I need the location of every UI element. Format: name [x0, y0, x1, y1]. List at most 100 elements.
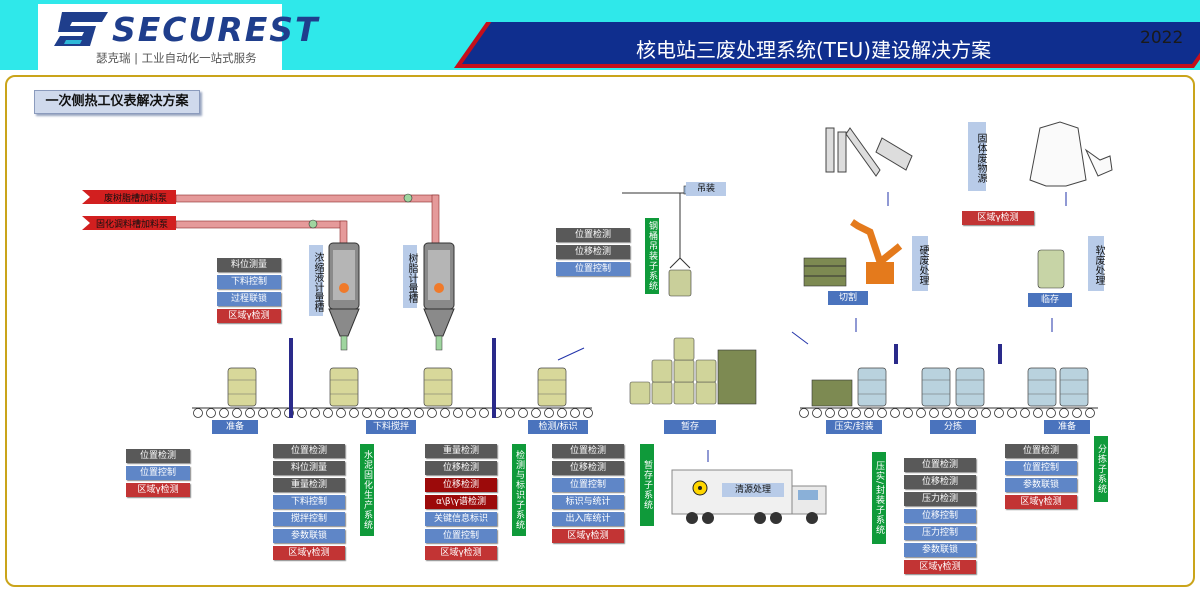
- compact-displacement-control-button[interactable]: 位移控制: [904, 509, 976, 523]
- storage-position-detect-button[interactable]: 位置检测: [552, 444, 624, 458]
- storage-stack: [629, 337, 757, 405]
- drum: [329, 367, 359, 407]
- resin-pump-tag: [82, 190, 176, 204]
- storage-inout-stat-button[interactable]: 出入库统计: [552, 512, 624, 526]
- compact-pressure-detect-button[interactable]: 压力检测: [904, 492, 976, 506]
- compact-param-interlock-button[interactable]: 参数联锁: [904, 543, 976, 557]
- drum: [955, 367, 985, 407]
- storage-label-stat-button[interactable]: 标识与统计: [552, 495, 624, 509]
- station-sort: 分拣: [930, 420, 976, 434]
- drum: [537, 367, 567, 407]
- prepare-position-control-button[interactable]: 位置控制: [126, 466, 190, 480]
- roller: [427, 408, 437, 418]
- station-prepare-left: 准备: [212, 420, 258, 434]
- process-interlock-button[interactable]: 过程联锁: [217, 292, 281, 306]
- station-compact: 压实/封装: [826, 420, 882, 434]
- roller: [1046, 408, 1056, 418]
- roller: [903, 408, 913, 418]
- section-title: 一次侧热工仪表解决方案: [34, 90, 200, 114]
- solid-waste-source-label: 固体废物源: [968, 122, 986, 191]
- roller: [440, 408, 450, 418]
- resin-tank: [423, 242, 455, 351]
- lift-position-control-button[interactable]: 位置控制: [556, 262, 630, 276]
- compact-displacement-button[interactable]: 位移检测: [904, 475, 976, 489]
- roller: [1033, 408, 1043, 418]
- roller: [271, 408, 281, 418]
- lifting-label: 吊装: [686, 182, 726, 196]
- roller: [388, 408, 398, 418]
- roller: [981, 408, 991, 418]
- region-gamma-button[interactable]: 区域γ检测: [217, 309, 281, 323]
- roller: [505, 408, 515, 418]
- lift-displacement-button[interactable]: 位移检测: [556, 245, 630, 259]
- roller: [375, 408, 385, 418]
- mix-stir-control-button[interactable]: 搅拌控制: [273, 512, 345, 526]
- sort-param-interlock-button[interactable]: 参数联锁: [1005, 478, 1077, 492]
- sort-region-gamma-button[interactable]: 区域γ检测: [1005, 495, 1077, 509]
- cut-drum: [803, 257, 847, 287]
- roller: [193, 408, 203, 418]
- gate-post: [492, 338, 496, 418]
- drum: [1059, 367, 1089, 407]
- level-measure-button[interactable]: 料位测量: [217, 258, 281, 272]
- detect-spectrum-button[interactable]: α\β\γ谱检测: [425, 495, 497, 509]
- mix-weight-detect-button[interactable]: 重量检测: [273, 478, 345, 492]
- compact-pressure-control-button[interactable]: 压力控制: [904, 526, 976, 540]
- mix-feed-control-button[interactable]: 下料控制: [273, 495, 345, 509]
- mix-param-interlock-button[interactable]: 参数联锁: [273, 529, 345, 543]
- compact-system-label: 压实/封装子系统: [872, 452, 886, 544]
- mix-region-gamma-button[interactable]: 区域γ检测: [273, 546, 345, 560]
- storage-region-gamma-button[interactable]: 区域γ检测: [552, 529, 624, 543]
- flow-arrows: [557, 192, 1067, 462]
- concentrate-tank: [328, 242, 360, 351]
- soft-waste-label: 软废处理: [1088, 236, 1104, 291]
- storage-position-control-button[interactable]: 位置控制: [552, 478, 624, 492]
- lift-position-detect-button[interactable]: 位置检测: [556, 228, 630, 242]
- roller: [258, 408, 268, 418]
- roller: [206, 408, 216, 418]
- gate-post: [894, 344, 898, 364]
- sort-position-control-button[interactable]: 位置控制: [1005, 461, 1077, 475]
- stack-drum: [695, 359, 717, 383]
- roller: [1059, 408, 1069, 418]
- robot-arm-icon: [850, 219, 903, 284]
- concentrate-tank-label: 浓缩液计量槽: [309, 245, 323, 316]
- gate-post: [998, 344, 1002, 364]
- station-temp-store: 临存: [1028, 293, 1072, 307]
- prepare-region-gamma-button[interactable]: 区域γ检测: [126, 483, 190, 497]
- compact-position-detect-button[interactable]: 位置检测: [904, 458, 976, 472]
- drum: [227, 367, 257, 407]
- roller: [531, 408, 541, 418]
- sort-position-detect-button[interactable]: 位置检测: [1005, 444, 1077, 458]
- drum: [857, 367, 887, 407]
- roller: [336, 408, 346, 418]
- conveyor-rollers: [193, 408, 1095, 418]
- compact-region-gamma-button[interactable]: 区域γ检测: [904, 560, 976, 574]
- roller: [401, 408, 411, 418]
- mix-level-measure-button[interactable]: 料位测量: [273, 461, 345, 475]
- detect-key-info-button[interactable]: 关键信息标识: [425, 512, 497, 526]
- waste-region-gamma-button[interactable]: 区域γ检测: [962, 211, 1034, 225]
- station-detect: 检测/标识: [528, 420, 588, 434]
- roller: [219, 408, 229, 418]
- detect-displacement-2-button[interactable]: 位移检测: [425, 478, 497, 492]
- detect-region-gamma-button[interactable]: 区域γ检测: [425, 546, 497, 560]
- mix-position-detect-button[interactable]: 位置检测: [273, 444, 345, 458]
- detect-weight-button[interactable]: 重量检测: [425, 444, 497, 458]
- logo: [38, 4, 282, 70]
- feed-control-button[interactable]: 下料控制: [217, 275, 281, 289]
- drum: [921, 367, 951, 407]
- storage-displacement-button[interactable]: 位移检测: [552, 461, 624, 475]
- roller: [812, 408, 822, 418]
- detect-system-label: 检测与标识子系统: [512, 444, 526, 536]
- roller: [1072, 408, 1082, 418]
- roller: [1085, 408, 1095, 418]
- detect-displacement-button[interactable]: 位移检测: [425, 461, 497, 475]
- storage-system-label: 暂存子系统: [640, 444, 654, 526]
- logo-text: SECUREST: [112, 10, 320, 49]
- detect-position-control-button[interactable]: 位置控制: [425, 529, 497, 543]
- station-mix: 下料搅拌: [366, 420, 416, 434]
- compact-block: [811, 379, 853, 407]
- prepare-position-detect-button[interactable]: 位置检测: [126, 449, 190, 463]
